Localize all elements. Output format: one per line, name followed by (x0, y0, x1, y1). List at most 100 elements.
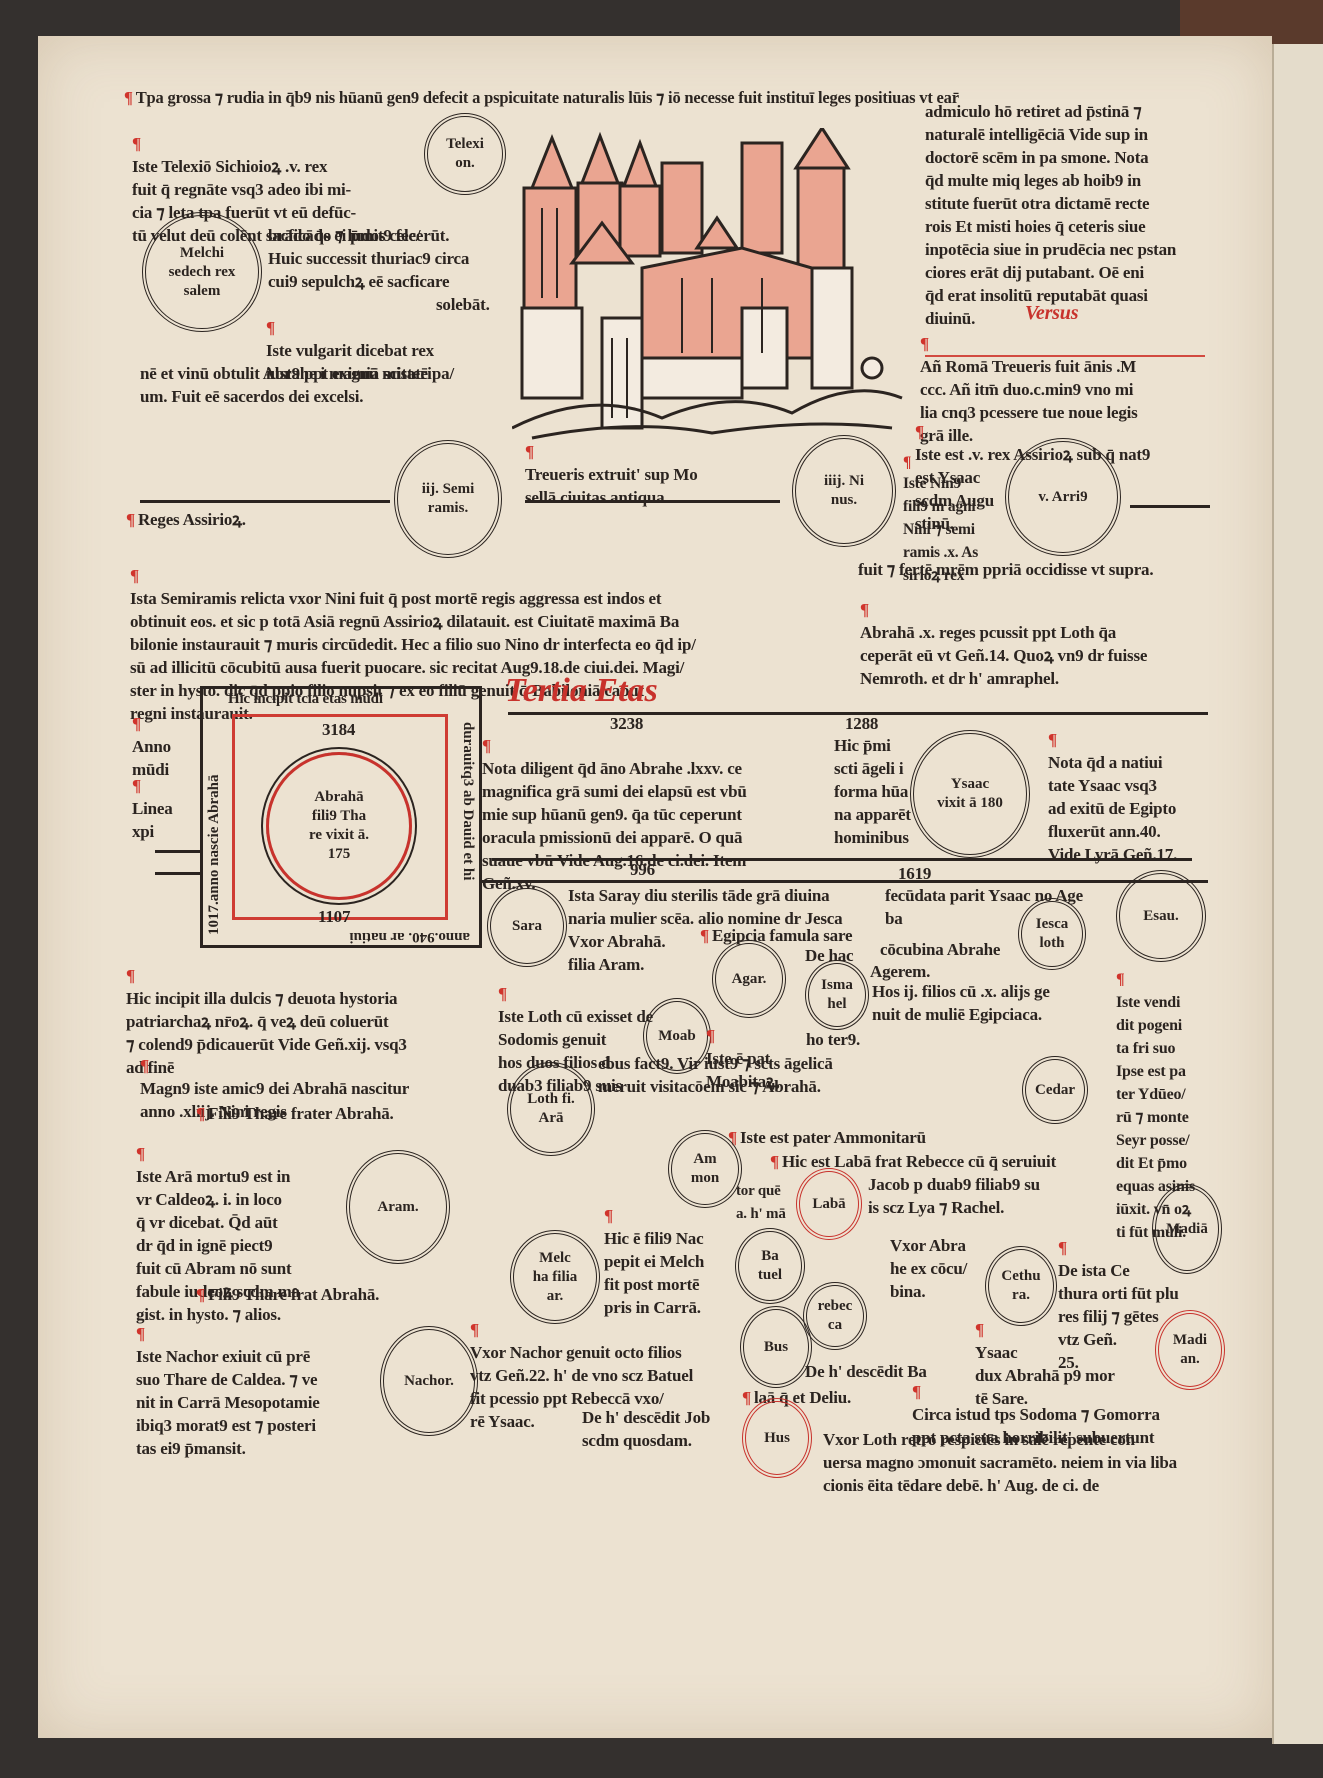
text-line: oracula pmissionū dei apparē. O quā (482, 828, 743, 847)
text-line: rois Et misti hoies q̄ ceteris siue (925, 217, 1146, 236)
circle-sara: Sara (487, 885, 567, 967)
text-line: patriarchaꝝ nr̄oꝝ. q̄ veꝝ deū coluerūt (126, 1012, 389, 1031)
text-line: na apparēt (834, 805, 911, 824)
text-line: vtz Geñ.22. h' de vno scz Batuel (470, 1366, 694, 1385)
tertia-etas-heading: Tertia Etas (505, 672, 658, 709)
kings-line-right (1130, 505, 1210, 508)
text-line: Aram. (377, 1198, 419, 1215)
text-line: rū ⁊ monte (1116, 1109, 1189, 1126)
text-line: lia cnq3 pcessere tue noue legis (920, 403, 1138, 422)
melchisedech-text-cont: nē et vinū obtulit Abrahe i magnū mister… (140, 362, 432, 408)
text-line: Ysaac (950, 776, 990, 792)
text-line: Cedar (1035, 1081, 1075, 1098)
text-line: iust9 ppt eximiā scitatē pa/ (266, 364, 455, 383)
text-line: ⁊ colend9 p̄dicauerūt Vide Geñ.xij. vsq3 (126, 1035, 407, 1054)
text-line: magnifica grā sumi dei elapsū est vbū (482, 782, 747, 801)
text-line: Ista Saray diu sterilis tāde grā diuina (568, 886, 830, 905)
text-line: Melchi (179, 244, 225, 261)
text-line: Iste ē pat (706, 1049, 771, 1068)
kings-line-mid (525, 500, 780, 503)
text-line: Madi (1172, 1332, 1208, 1348)
text-line: ceperāt eū vt Geñ.14. Quoꝝ vn9 dr fuisse (860, 646, 1148, 665)
circle-arrius: v. Arri9 (1005, 438, 1121, 556)
text-line: sellā ciuitas antiqua. (525, 488, 669, 507)
text-line: q̄d erat insolitū reputabāt quasi (925, 286, 1148, 305)
year-996: 996 (630, 860, 655, 879)
text-line: Añ Romā Treueris fuit ānis .M (920, 357, 1137, 376)
box-left-vertical-text: 1017.anno nascie Abrahā (206, 774, 222, 935)
circle-buz: Bus (740, 1306, 812, 1388)
text-line: scti āgeli i (834, 759, 904, 778)
text-line: naturalē intelligēciā Vide sup in (925, 125, 1148, 144)
text-line: doctorē scēm in pa smone. Nota (925, 148, 1149, 167)
text-line: Nachor. (404, 1372, 454, 1389)
text-line: xpi (132, 822, 155, 841)
text-line: Vxor Loth retro respiciēs in salē repent… (823, 1430, 1135, 1449)
text-line: rē Ysaac. (470, 1412, 535, 1431)
timeline-left-stub (155, 850, 200, 853)
text-line: Labā (812, 1195, 846, 1212)
telexion-text-cont: brādo q̄s ei p̄mit9 fecerūt.Huic success… (268, 224, 469, 293)
text-line: scdm quosdam. (582, 1431, 692, 1450)
text-line: gist. in hysto. ⁊ alios. (136, 1305, 281, 1324)
top-line: Tpa grossa ⁊ rudia in q̄b9 nis hūanū gen… (124, 86, 959, 109)
text-line: Loth fi. (527, 1091, 575, 1107)
text-line: v. Arri9 (1038, 488, 1088, 505)
text-line: Vxor Nachor genuit octo filios (470, 1343, 682, 1362)
abraham-reges-text: Abrahā .x. reges pcussit ppt Loth q̄acep… (860, 598, 1147, 690)
box-right-vertical-text: durauitq3 ab Dauid et hi (460, 722, 476, 881)
text-line: Ysaac (975, 1343, 1018, 1362)
hic-incipit-text: Hic incipit illa dulcis ⁊ deuota hystori… (126, 964, 407, 1079)
text-line: ba (885, 909, 903, 928)
text-line: Arā (538, 1110, 564, 1126)
text-line: Nemroth. et dr h' amraphel. (860, 669, 1059, 688)
text-line: fili9 m agni (903, 498, 976, 515)
year-1619: 1619 (898, 864, 932, 883)
timeline-left-stub-2 (155, 872, 200, 875)
text-line: Hic p̄mi (834, 736, 891, 755)
text-line: re vixit ā. (308, 827, 370, 843)
text-line: Seyr posse/ (1116, 1132, 1190, 1149)
text-line: mie sup hūanū gen9. q̄a tūc ceperunt (482, 805, 742, 824)
nota-diligent-text: Nota diligent q̄d āno Abrahe .lxxv. cema… (482, 734, 747, 895)
text-line: Ipse est pa (1116, 1063, 1186, 1080)
solebat-text: solebāt. (436, 295, 490, 314)
text-line: inpotēcia siue in prudēcia nec pstan (925, 240, 1177, 259)
text-line: nuit de muliē Egipciaca. (872, 1005, 1042, 1024)
text-line: ramis. (427, 500, 469, 516)
vxor-abrahe: Vxor Abrahā. (568, 932, 666, 951)
text-line: he ex cōcu/ (890, 1259, 968, 1278)
circle-laban: Labā (796, 1168, 862, 1240)
circle-madian: Madiā (1152, 1184, 1222, 1274)
text-line: cui9 sepulchꝝ eē sacficare (268, 272, 450, 291)
text-line: Madiā (1166, 1220, 1208, 1237)
text-line: Iste vendi (1116, 994, 1181, 1011)
text-line: sū ad illicitū cōcubitū ausa fuerit puoc… (130, 658, 685, 677)
text-line: Moabitaꝝ, (706, 1072, 780, 1091)
vxor-loth-text: Vxor Loth retro respiciēs in salē repent… (823, 1428, 1177, 1497)
circle-loth: Loth fi. Arā (507, 1062, 595, 1156)
text-line: hominibus (834, 828, 909, 847)
text-line: De h' descēdit Ba (805, 1362, 927, 1381)
text-line: pepit ei Melch (604, 1252, 705, 1271)
text-line: iiij. Ni (824, 473, 864, 489)
text-line: Iesca (1035, 916, 1069, 932)
text-line: Vxor Abra (890, 1236, 966, 1255)
text-line: ter Ydūeo/ (1116, 1086, 1186, 1103)
filius-thare-frater-2: Fili9 Thare frat Abrahā. (196, 1283, 379, 1306)
circle-hus: Hus (742, 1398, 812, 1478)
circle-cedar: Cedar (1022, 1056, 1088, 1124)
box-top-text: Hic incipit tcia etas mūdi (228, 691, 383, 707)
